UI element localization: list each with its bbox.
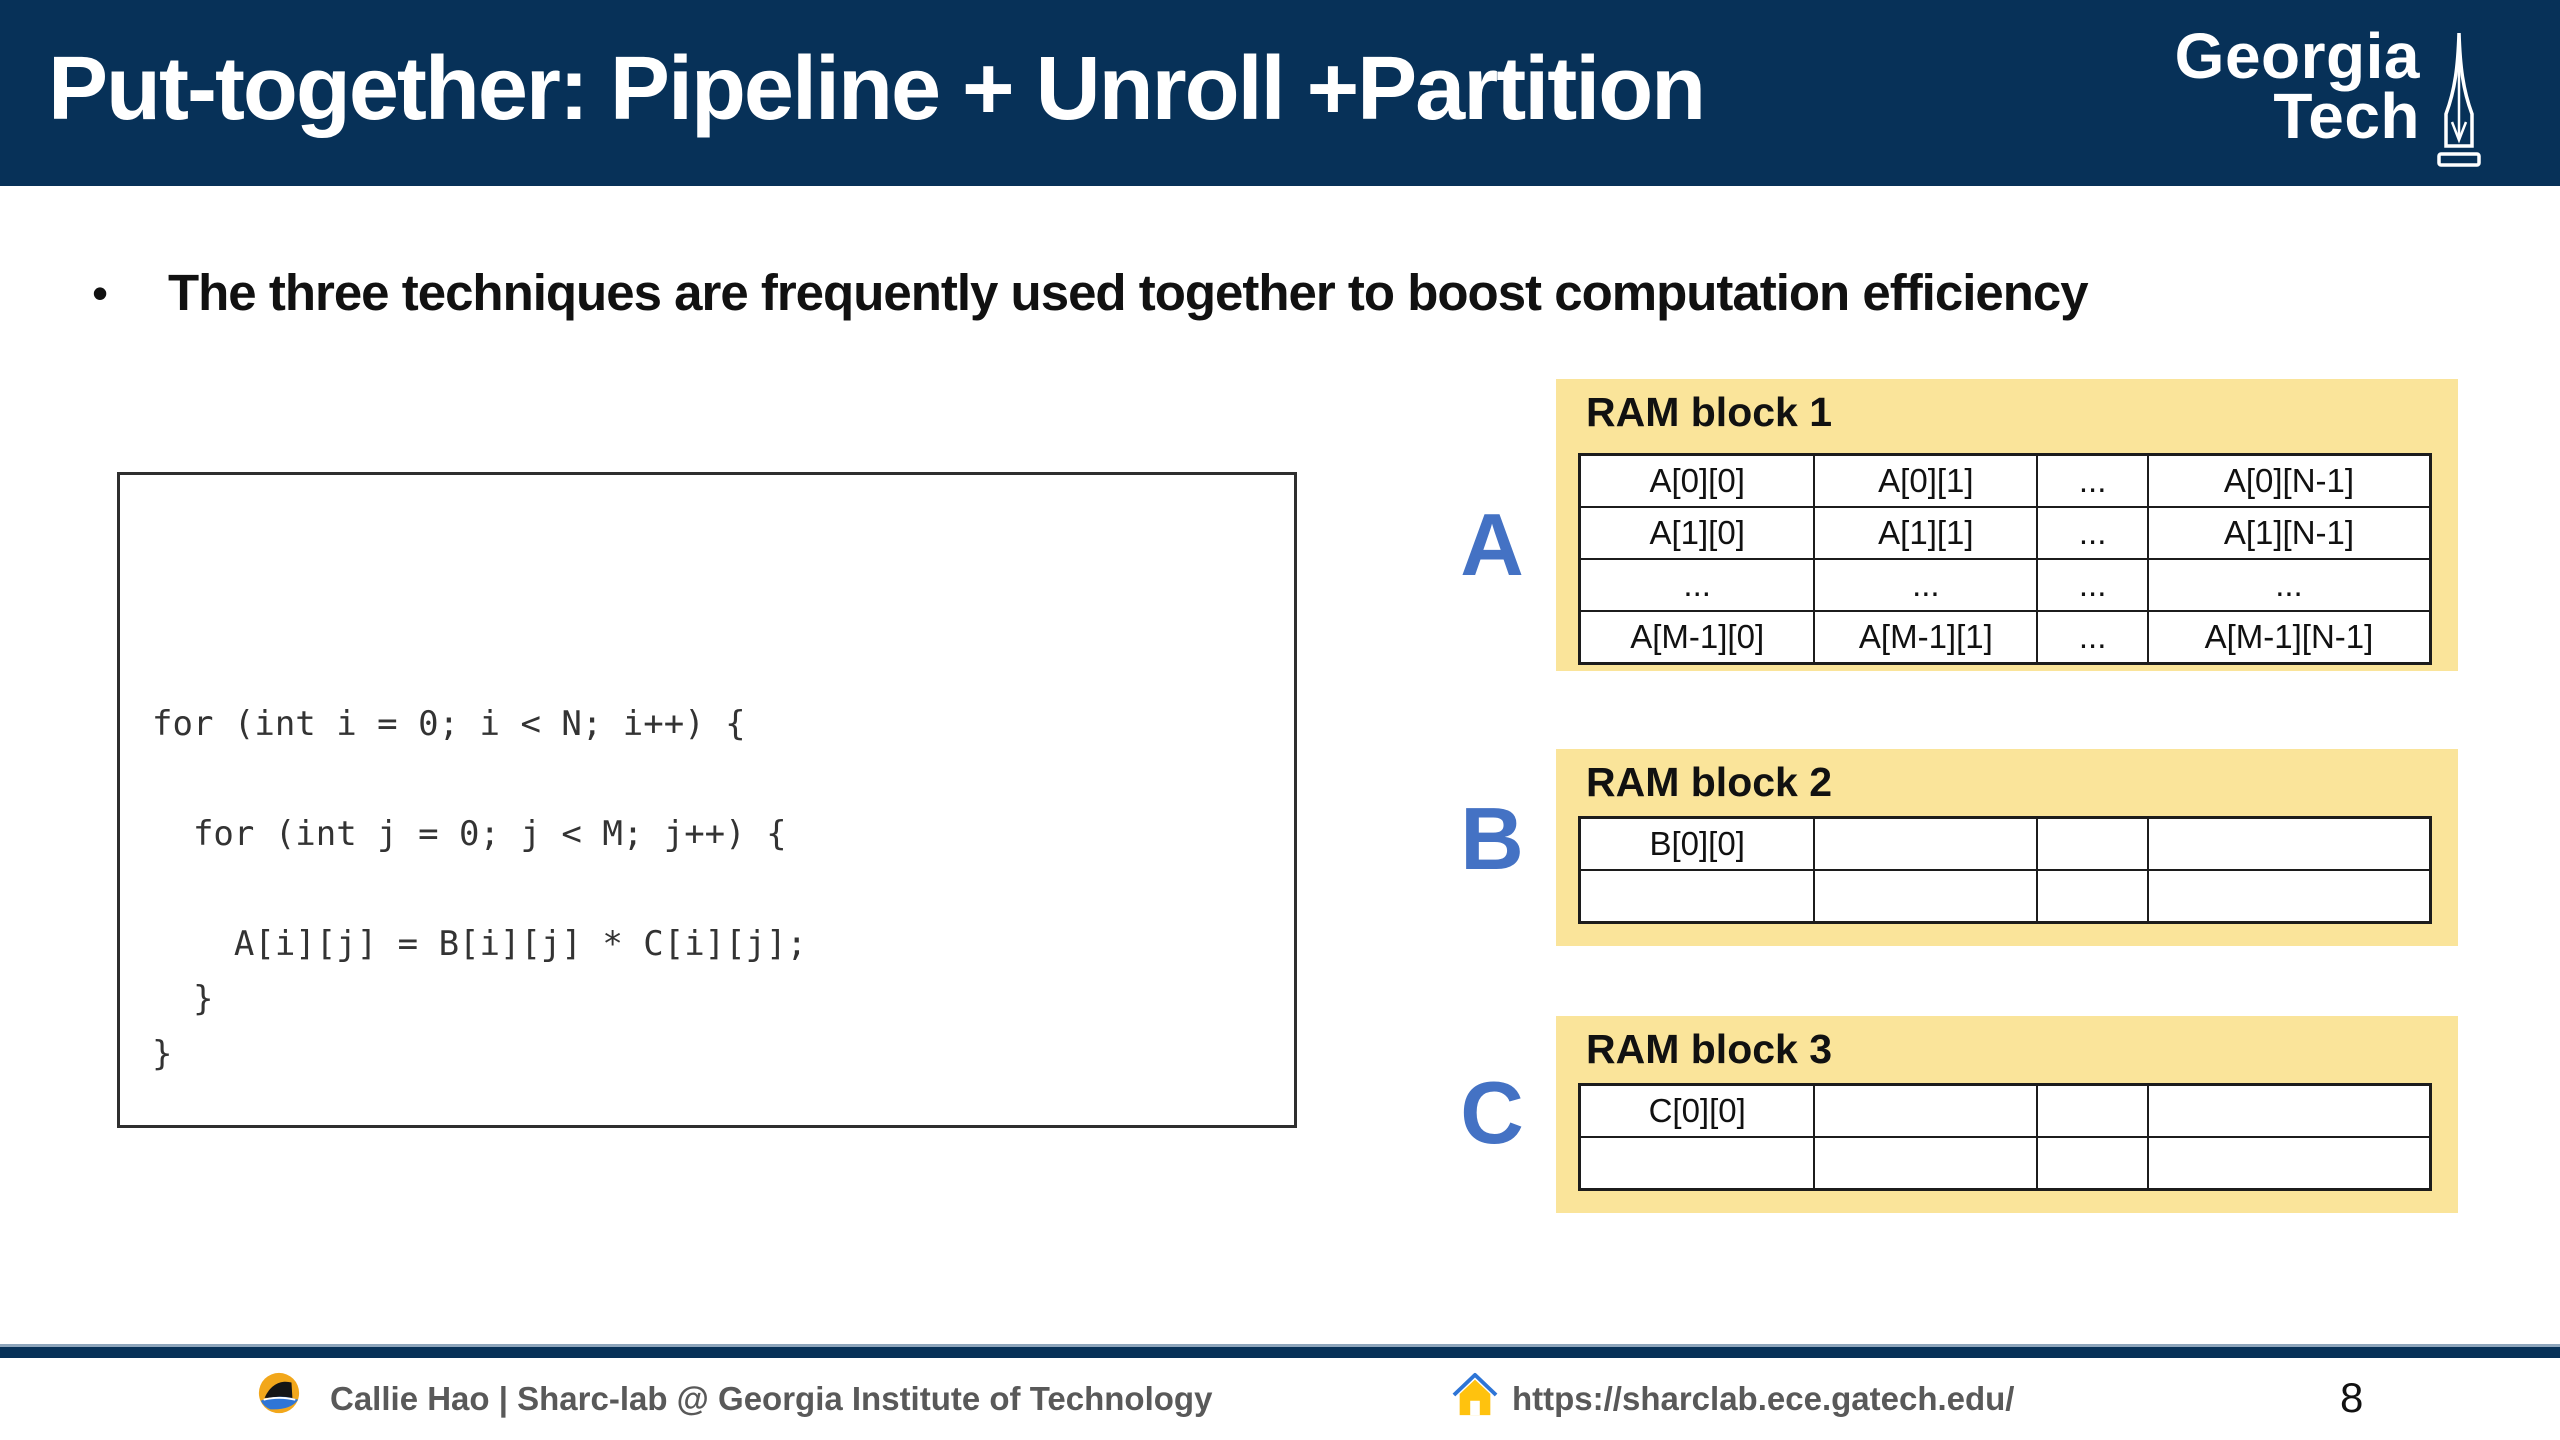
table-cell [1813, 816, 2039, 871]
matrix-label-c: C [1460, 1063, 1524, 1162]
sharc-lab-logo-icon [258, 1372, 300, 1414]
table-cell [1813, 1136, 2039, 1191]
table-row [1578, 1136, 2432, 1191]
georgia-tech-wordmark: Georgia Tech [2174, 20, 2420, 152]
table-cell [2036, 1083, 2149, 1138]
table-cell: ... [2036, 610, 2149, 665]
table-cell: A[M-1][N-1] [2146, 610, 2432, 665]
table-cell: A[0][1] [1813, 453, 2039, 508]
table-cell [1578, 1136, 1816, 1191]
table-cell [2146, 1083, 2432, 1138]
ram-panel-3-title: RAM block 3 [1586, 1026, 1833, 1072]
table-cell [2036, 869, 2149, 924]
table-row: A[0][0] A[0][1] ... A[0][N-1] [1578, 453, 2432, 508]
table-row: ... ... ... ... [1578, 558, 2432, 612]
ram-panel-1-title: RAM block 1 [1586, 389, 1833, 435]
table-cell: ... [1578, 558, 1816, 612]
table-cell [2036, 816, 2149, 871]
bullet-text: The three techniques are frequently used… [168, 264, 2089, 321]
table-cell: ... [2146, 558, 2432, 612]
table-cell: B[0][0] [1578, 816, 1816, 871]
matrix-label-a: A [1460, 495, 1524, 594]
bullet-icon: • [92, 267, 109, 319]
gt-logo-line1: Georgia [2174, 20, 2420, 92]
table-cell [2146, 869, 2432, 924]
table-row: C[0][0] [1578, 1083, 2432, 1138]
table-row: A[1][0] A[1][1] ... A[1][N-1] [1578, 506, 2432, 560]
table-cell: C[0][0] [1578, 1083, 1816, 1138]
table-cell [2036, 1136, 2149, 1191]
table-cell [2146, 1136, 2432, 1191]
footer-url: https://sharclab.ece.gatech.edu/ [1512, 1380, 2015, 1417]
ram-panel-2: RAM block 2 B[0][0] [1556, 749, 2458, 946]
table-row: B[0][0] [1578, 816, 2432, 871]
header-bar: Put-together: Pipeline + Unroll +Partiti… [0, 0, 2560, 186]
footer-divider [0, 1344, 2560, 1358]
table-cell: A[0][N-1] [2146, 453, 2432, 508]
bullet-row: • The three techniques are frequently us… [92, 262, 2512, 324]
code-text: for (int i = 0; i < N; i++) { for (int j… [152, 704, 808, 1074]
footer: Callie Hao | Sharc-lab @ Georgia Institu… [0, 1366, 2560, 1440]
table-cell [1578, 869, 1816, 924]
table-cell: A[0][0] [1578, 453, 1816, 508]
table-cell [1813, 869, 2039, 924]
ram-panel-3: RAM block 3 C[0][0] [1556, 1016, 2458, 1213]
page-number: 8 [2340, 1374, 2364, 1421]
ram-table-2: B[0][0] [1578, 816, 2432, 924]
home-icon [1452, 1372, 1498, 1416]
georgia-tech-logo: Georgia Tech [2174, 20, 2488, 180]
ram-panel-1: RAM block 1 A[0][0] A[0][1] ... A[0][N-1… [1556, 379, 2458, 671]
table-cell: ... [2036, 558, 2149, 612]
table-cell [1813, 1083, 2039, 1138]
table-row [1578, 869, 2432, 924]
matrix-label-b: B [1460, 789, 1524, 888]
page-title: Put-together: Pipeline + Unroll +Partiti… [48, 39, 1706, 139]
gt-logo-line2: Tech [2273, 80, 2420, 152]
table-cell: A[1][0] [1578, 506, 1816, 560]
table-cell: A[M-1][1] [1813, 610, 2039, 665]
footer-credit: Callie Hao | Sharc-lab @ Georgia Institu… [330, 1380, 1213, 1417]
table-cell: ... [2036, 453, 2149, 508]
table-cell: A[M-1][0] [1578, 610, 1816, 665]
ram-panel-2-title: RAM block 2 [1586, 759, 1833, 805]
table-row: A[M-1][0] A[M-1][1] ... A[M-1][N-1] [1578, 610, 2432, 665]
table-cell: A[1][1] [1813, 506, 2039, 560]
tech-tower-icon [2437, 32, 2481, 167]
table-cell [2146, 816, 2432, 871]
table-cell: ... [2036, 506, 2149, 560]
table-cell: A[1][N-1] [2146, 506, 2432, 560]
ram-table-3: C[0][0] [1578, 1083, 2432, 1191]
code-block: for (int i = 0; i < N; i++) { for (int j… [117, 472, 1297, 1128]
ram-table-1: A[0][0] A[0][1] ... A[0][N-1] A[1][0] A[… [1578, 453, 2432, 665]
table-cell: ... [1813, 558, 2039, 612]
